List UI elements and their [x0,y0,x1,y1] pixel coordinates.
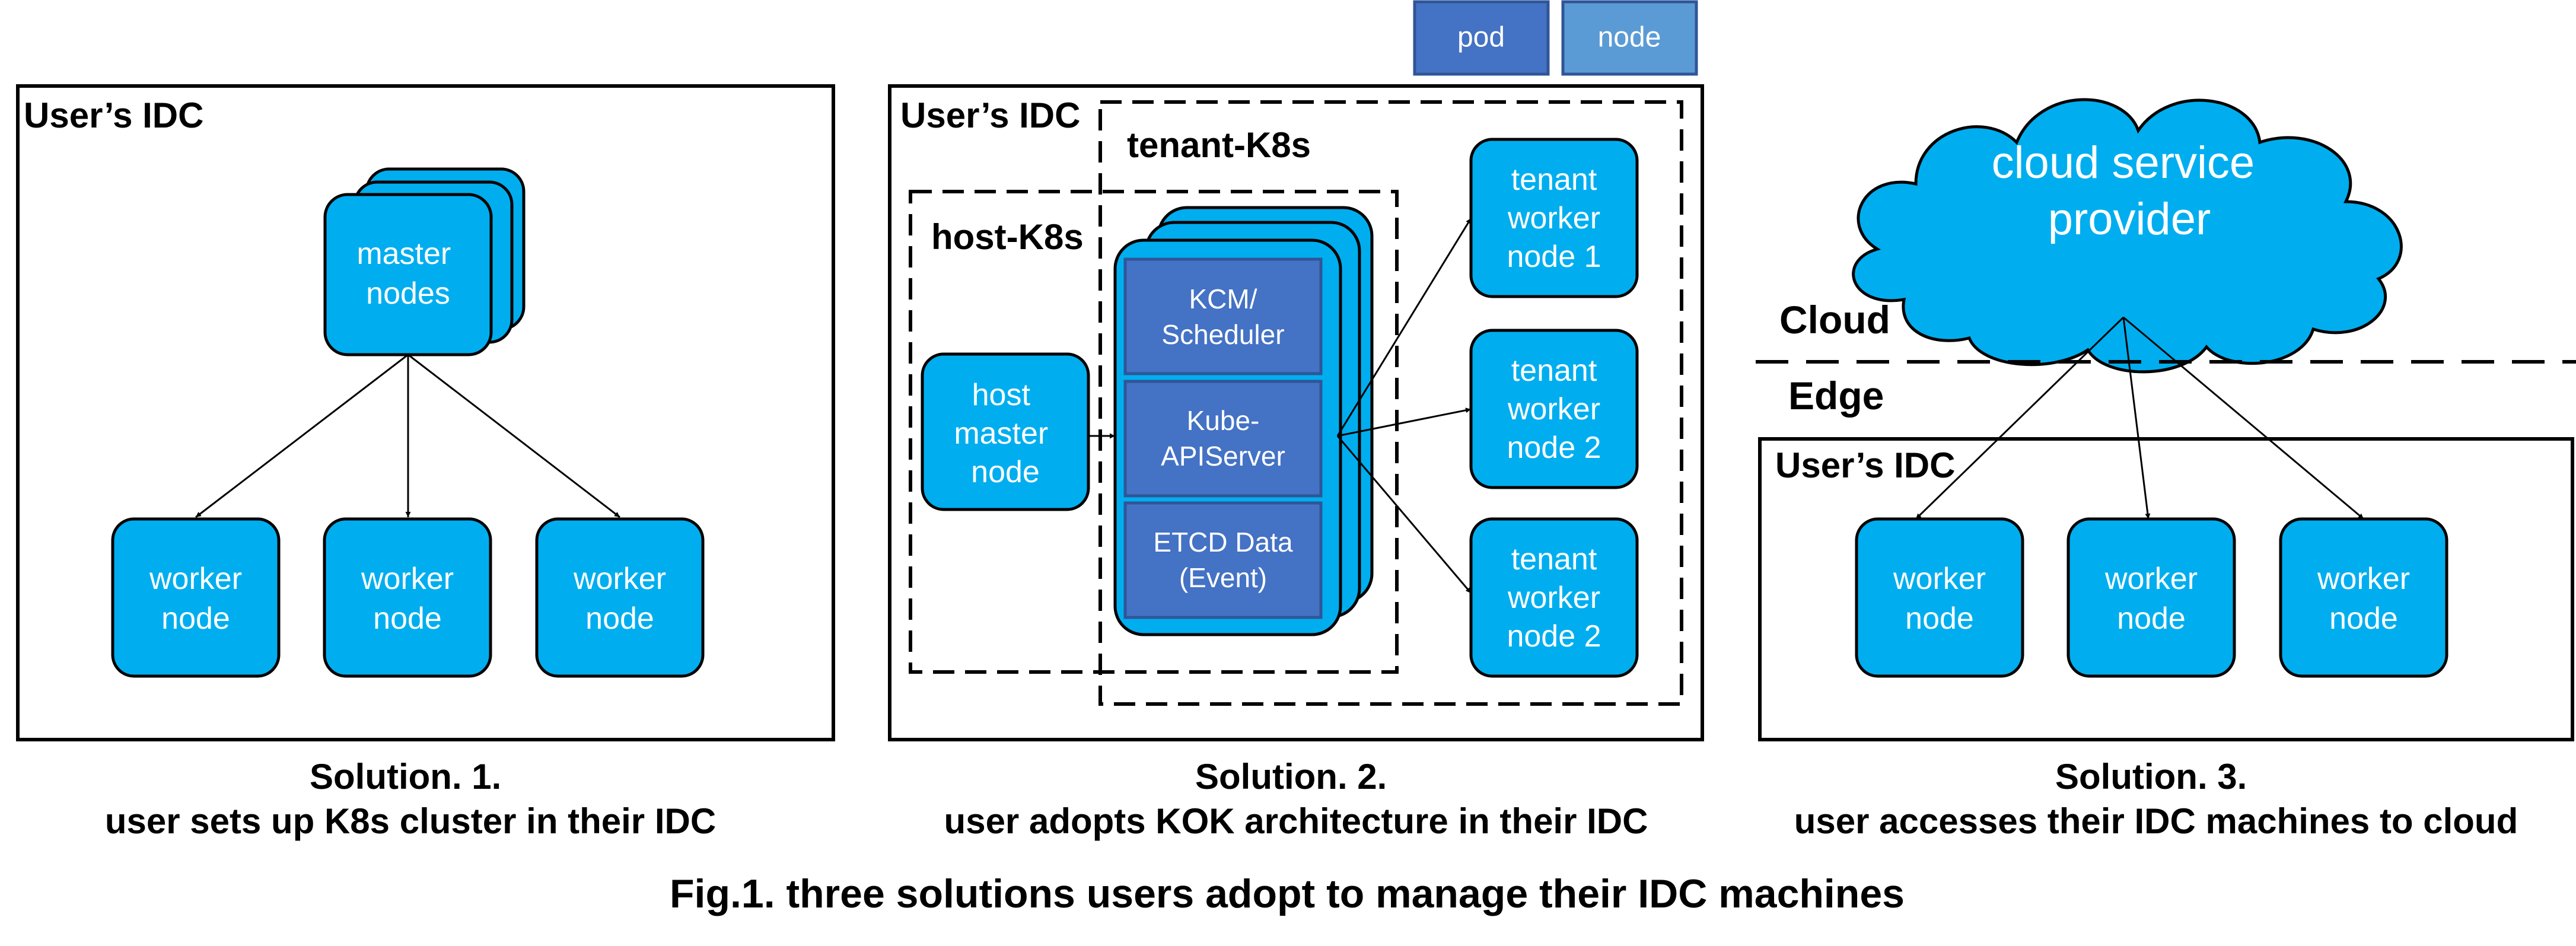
cloud-icon: cloud service provider [1852,98,2403,374]
pod-kube-apiserver: Kube-APIServer [1123,380,1323,498]
pod-etcd-data: ETCD Data(Event) [1123,501,1323,619]
master-to-worker-arrows [195,353,620,518]
idc-label-3: User’s IDC [1775,445,1955,485]
tenant-k8s-boundary [1098,100,1683,706]
idc-box-3 [1758,437,2574,741]
cloud-label: cloud service provider [1992,138,2268,244]
svg-text:Kube-APIServer: Kube-APIServer [1161,405,1285,472]
solution-2-caption: Solution. 2. user adopts KOK architectur… [944,757,1648,841]
host-k8s-label: host-K8s [931,217,1084,257]
solution-3-caption: Solution. 3. user accesses their IDC mac… [1794,757,2518,841]
edge-region-label: Edge [1788,374,1884,418]
pod-kcm-scheduler: KCM/Scheduler [1123,257,1323,375]
legend-node-swatch [1561,0,1698,76]
idc-box-2 [888,84,1704,741]
svg-text:ETCD Data(Event): ETCD Data(Event) [1153,527,1293,593]
legend-pod-label: pod [1457,22,1505,53]
cloud-region-label: Cloud [1779,298,1890,342]
host-master-node: host master node [921,352,1090,511]
master-node [323,193,493,356]
host-k8s-boundary [909,190,1399,674]
solution-2-arrows [1088,218,1472,594]
figure-caption: Fig.1. three solutions users adopt to ma… [670,871,1905,916]
legend: pod node [1413,0,1698,76]
solution-2: User’s IDC tenant-K8s host-K8s host mast… [888,84,1704,841]
solution-3: cloud service provider Cloud Edge User’s… [1756,98,2576,841]
master-nodes-stack: master nodes [323,167,526,356]
tenant-k8s-label: tenant-K8s [1127,125,1311,165]
cloud-to-worker-arrows [1915,316,2364,520]
idc-label-2: User’s IDC [900,95,1080,135]
legend-pod-swatch [1413,0,1550,76]
svg-text:KCM/Scheduler: KCM/Scheduler [1161,284,1284,350]
idc-label-1: User’s IDC [24,95,203,135]
solution-1-caption: Solution. 1. user sets up K8s cluster in… [105,757,716,841]
legend-node-label: node [1598,22,1661,53]
master-node-label: master nodes [356,237,459,311]
idc-box-1 [16,84,835,741]
svg-text:host master no: host master node [954,378,1056,489]
